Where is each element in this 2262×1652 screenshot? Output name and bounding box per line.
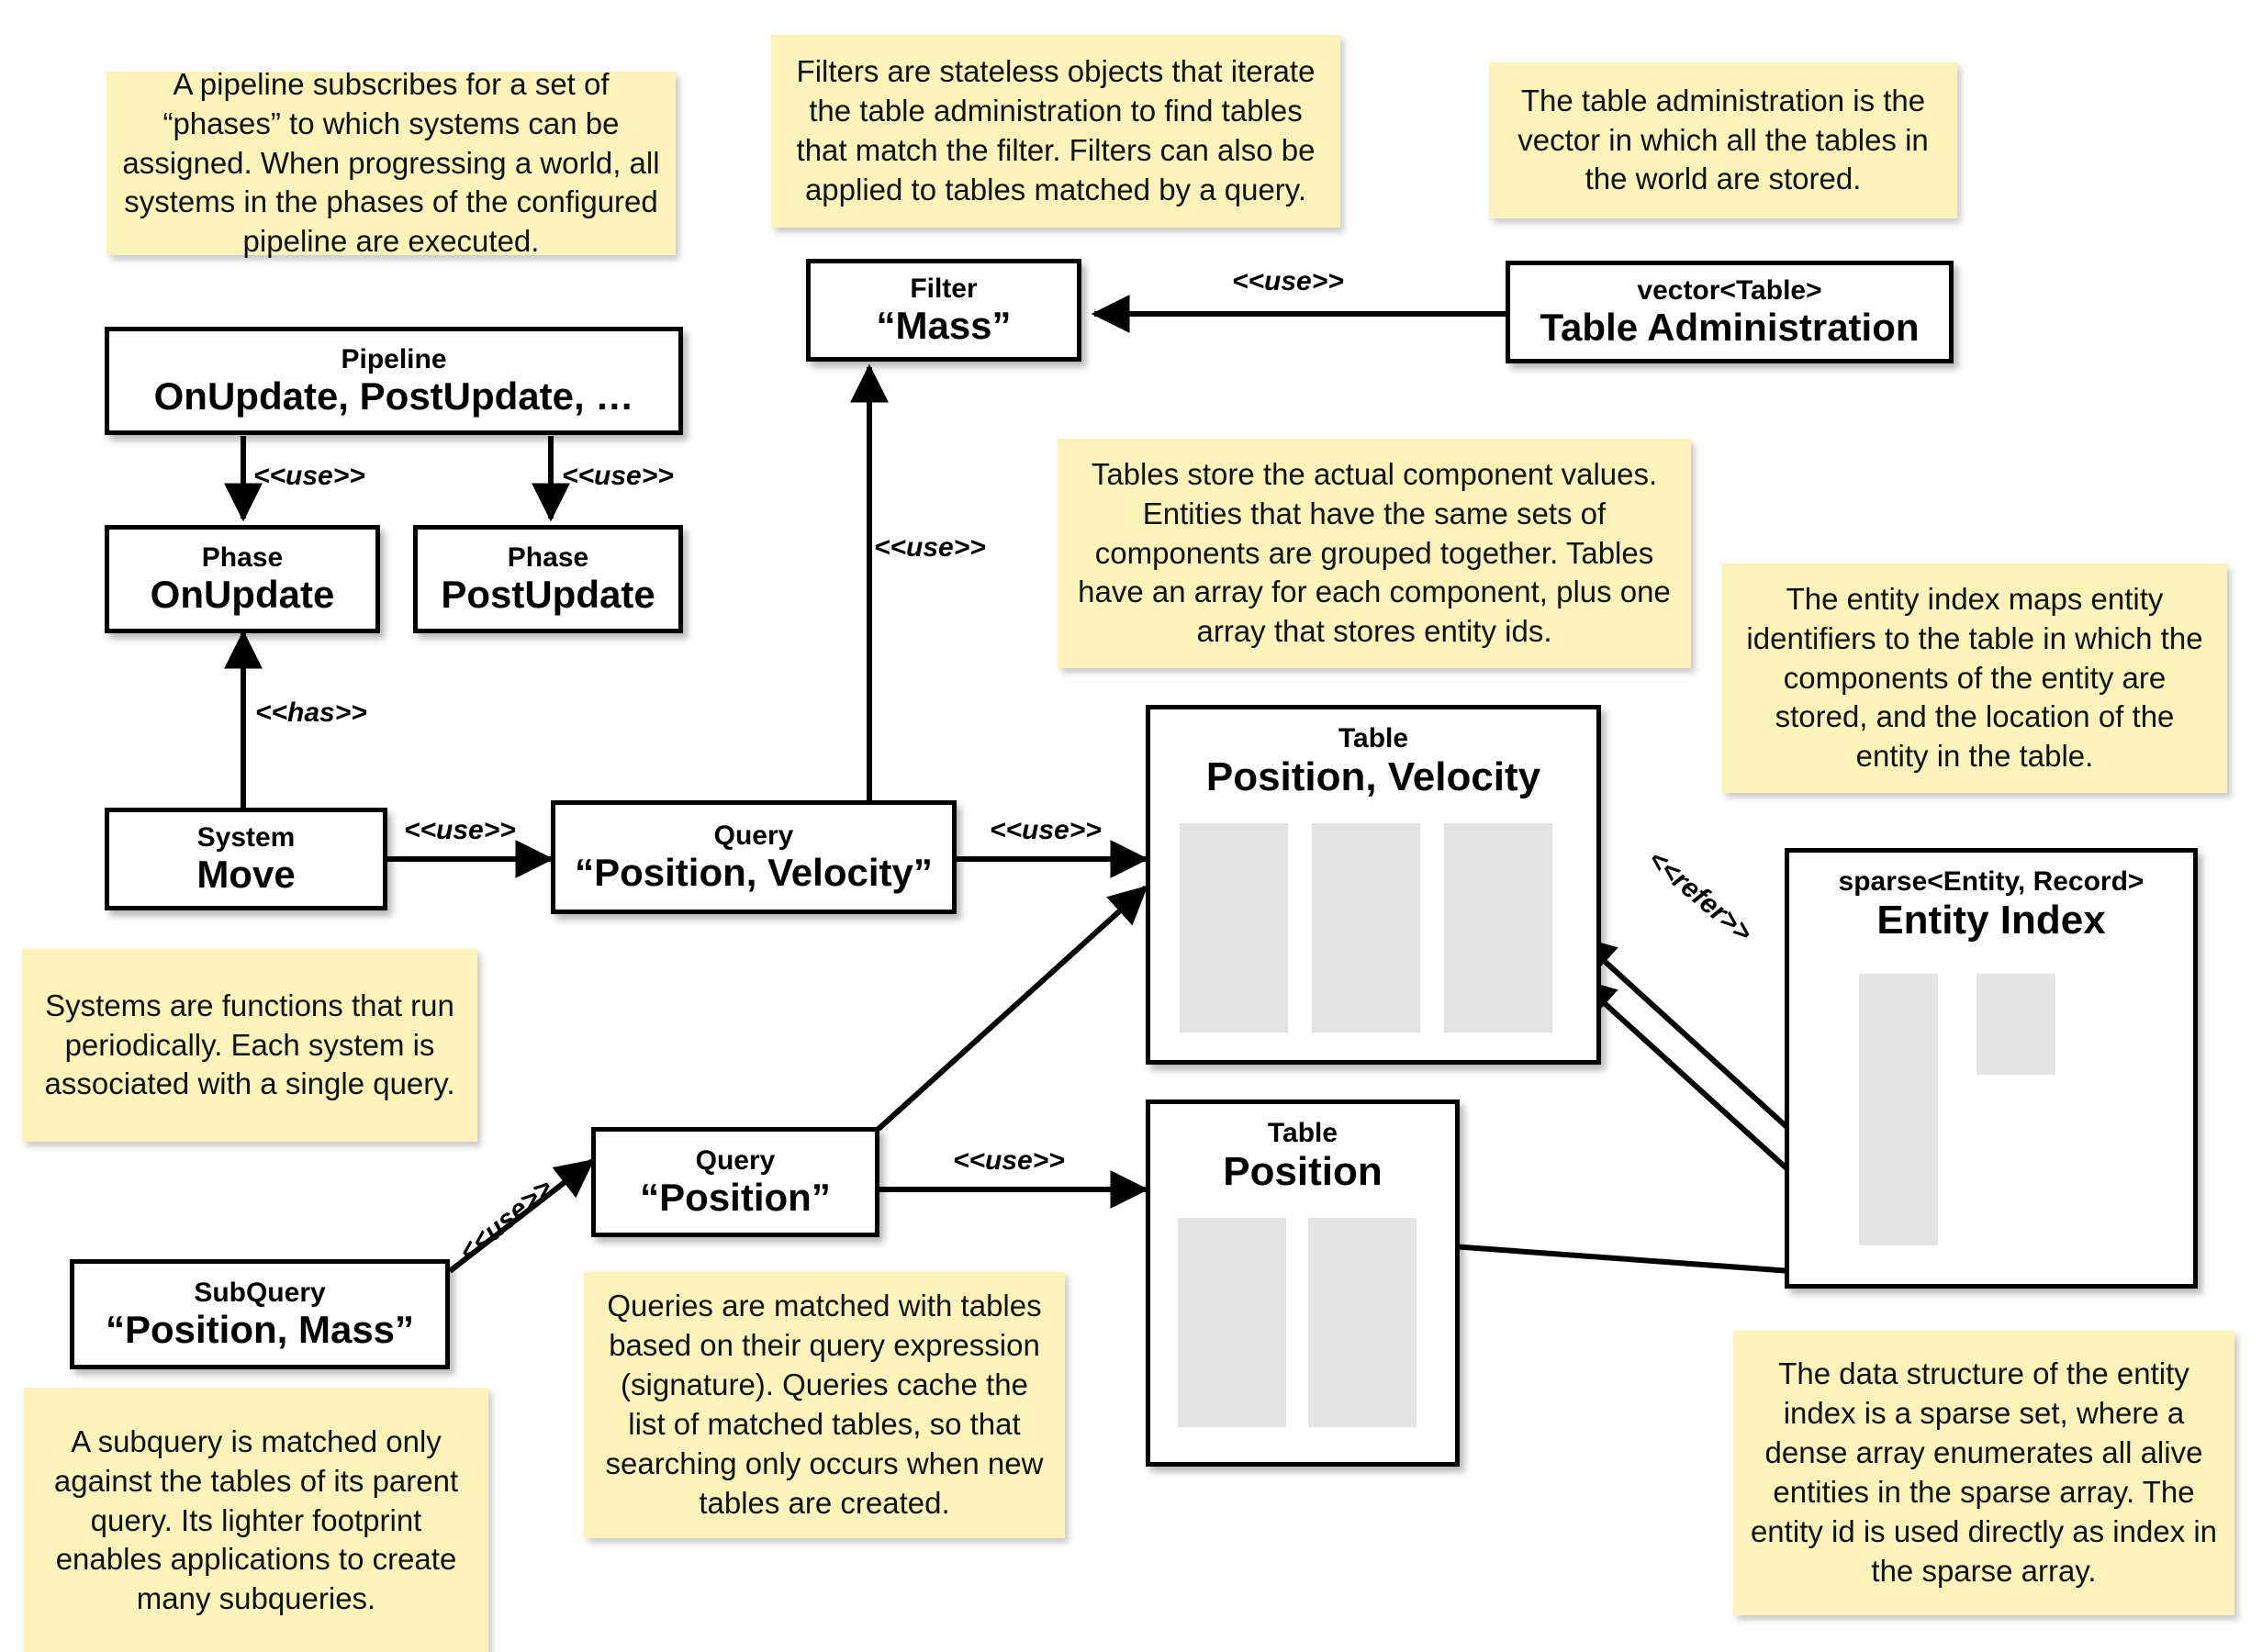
note-table-admin: The table administration is the vector i… xyxy=(1489,62,1957,218)
edge-label-querypos-to-tablepos: <<use>> xyxy=(953,1145,1065,1176)
edge-label-query-to-table: <<use>> xyxy=(990,815,1102,845)
box-stereotype: Table xyxy=(1338,723,1409,753)
box-title: “Mass” xyxy=(876,304,1012,348)
note-queries: Queries are matched with tables based on… xyxy=(584,1272,1065,1538)
edge-label-query-to-filter: <<use>> xyxy=(874,532,986,563)
box-stereotype: Phase xyxy=(201,541,284,573)
box-system-move[interactable]: System Move xyxy=(105,808,387,910)
box-entity-index[interactable]: sparse<Entity, Record> Entity Index xyxy=(1785,848,2198,1289)
box-stereotype: sparse<Entity, Record> xyxy=(1838,866,2144,897)
box-title: OnUpdate xyxy=(150,573,335,617)
box-table-administration[interactable]: vector<Table> Table Administration xyxy=(1506,261,1954,363)
table-column xyxy=(1312,823,1420,1032)
box-title: Position, Velocity xyxy=(1205,753,1541,799)
note-subquery: A subquery is matched only against the t… xyxy=(24,1388,488,1652)
edge-label-subquery-to-query: <<use>> xyxy=(454,1172,559,1268)
box-table-position-velocity[interactable]: Table Position, Velocity xyxy=(1146,705,1601,1065)
box-stereotype: vector<Table> xyxy=(1637,274,1822,306)
box-query-position[interactable]: Query “Position” xyxy=(591,1127,879,1237)
box-title: “Position” xyxy=(640,1176,831,1220)
box-stereotype: Table xyxy=(1267,1118,1338,1148)
edge-label-pipeline-to-postupdate: <<use>> xyxy=(562,461,674,491)
box-title: Entity Index xyxy=(1876,897,2106,943)
box-stereotype: Phase xyxy=(507,541,589,573)
box-title: Move xyxy=(196,853,296,897)
box-stereotype: Query xyxy=(713,820,794,851)
note-systems: Systems are functions that run periodica… xyxy=(22,949,477,1142)
edge-label-index-refer-table: <<refer>> xyxy=(1641,844,1758,949)
box-pipeline[interactable]: Pipeline OnUpdate, PostUpdate, … xyxy=(105,327,683,435)
box-title: “Position, Mass” xyxy=(105,1308,415,1352)
note-pipeline: A pipeline subscribes for a set of “phas… xyxy=(106,67,676,258)
table-column xyxy=(1180,823,1288,1032)
dense-array-column xyxy=(1859,974,1938,1245)
box-title: “Position, Velocity” xyxy=(575,851,933,895)
box-title: OnUpdate, PostUpdate, … xyxy=(153,374,634,419)
table-column xyxy=(1178,1218,1286,1427)
edge-label-admin-to-filter: <<use>> xyxy=(1232,266,1344,296)
box-query-position-velocity[interactable]: Query “Position, Velocity” xyxy=(551,800,957,914)
box-filter-mass[interactable]: Filter “Mass” xyxy=(806,259,1081,362)
sparse-array-column xyxy=(1976,974,2055,1075)
box-title: PostUpdate xyxy=(441,573,655,617)
note-entity-index: The entity index maps entity identifiers… xyxy=(1722,564,2227,793)
note-sparse-set: The data structure of the entity index i… xyxy=(1733,1331,2234,1615)
box-stereotype: Query xyxy=(695,1144,776,1176)
box-stereotype: Pipeline xyxy=(341,343,447,374)
box-stereotype: SubQuery xyxy=(194,1277,326,1308)
box-subquery-position-mass[interactable]: SubQuery “Position, Mass” xyxy=(70,1259,450,1369)
box-stereotype: System xyxy=(196,821,296,853)
edge-querypos-to-table-posvel xyxy=(876,885,1148,1132)
box-phase-postupdate[interactable]: Phase PostUpdate xyxy=(413,525,683,633)
box-title: Position xyxy=(1223,1148,1383,1194)
note-filters: Filters are stateless objects that itera… xyxy=(771,35,1340,228)
box-table-position[interactable]: Table Position xyxy=(1146,1099,1460,1467)
table-column xyxy=(1308,1218,1417,1427)
box-stereotype: Filter xyxy=(910,273,978,304)
edge-label-system-to-phase: <<has>> xyxy=(255,698,367,728)
edge-label-pipeline-to-onupdate: <<use>> xyxy=(253,461,365,491)
box-title: Table Administration xyxy=(1540,306,1920,350)
box-phase-onupdate[interactable]: Phase OnUpdate xyxy=(105,525,380,633)
edge-label-system-to-query: <<use>> xyxy=(404,815,516,845)
table-column xyxy=(1444,823,1552,1032)
note-tables: Tables store the actual component values… xyxy=(1058,439,1691,668)
